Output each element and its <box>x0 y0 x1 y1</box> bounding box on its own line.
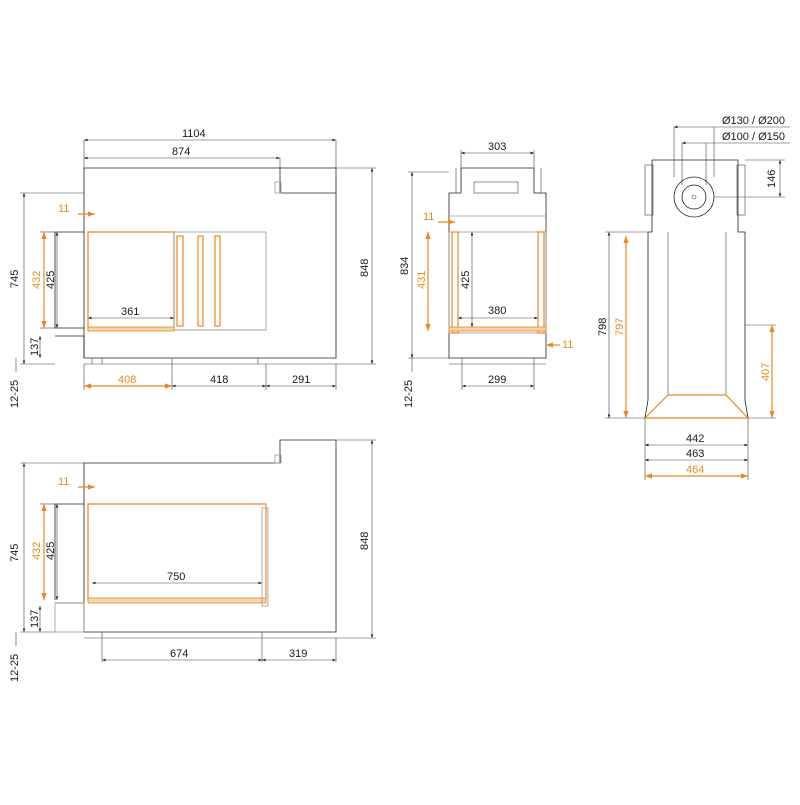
dim-front-361: 361 <box>121 306 139 318</box>
dim-side-11-bottom: 11 <box>562 339 573 351</box>
dim-top-463: 463 <box>686 448 704 460</box>
dim-side-431: 431 <box>416 271 428 289</box>
top-left-bracket <box>644 164 654 216</box>
flue-inner-circle <box>681 184 707 210</box>
back-left-step <box>54 503 84 600</box>
dim-front-425: 425 <box>45 271 57 289</box>
flue-outer-circle <box>673 176 715 218</box>
top-right-bracket <box>736 164 746 216</box>
front-collar-detail <box>274 181 282 194</box>
front-door-slot-2 <box>214 235 221 327</box>
dim-back-425: 425 <box>45 542 57 560</box>
front-hearth-left <box>87 326 175 332</box>
dim-front-418: 418 <box>210 374 228 386</box>
front-left-step <box>54 231 84 329</box>
dim-top-flue-outer: Ø130 / Ø200 <box>722 115 785 127</box>
dim-top-464: 464 <box>686 464 704 476</box>
dim-side-12-25: 12-25 <box>403 380 415 408</box>
front-top-collar <box>280 167 337 193</box>
front-door-slot-1 <box>197 235 204 327</box>
dim-front-432: 432 <box>31 271 43 289</box>
dim-side-303: 303 <box>488 141 506 153</box>
dim-back-319: 319 <box>289 648 307 660</box>
side-firebox-left-edge <box>451 231 459 334</box>
dim-front-745: 745 <box>9 270 21 288</box>
top-view: Ø130 / Ø200 Ø100 / Ø150 146 798 797 407 … <box>597 115 790 480</box>
front-view: 1104 874 11 745 432 425 137 12-25 361 84… <box>9 128 376 408</box>
dim-top-442: 442 <box>686 433 704 445</box>
dim-side-834: 834 <box>399 257 411 275</box>
side-firebox-frame <box>448 231 547 334</box>
back-hearth <box>87 597 267 604</box>
flue-center <box>691 194 697 200</box>
back-collar-detail <box>274 454 282 464</box>
side-hearth <box>448 326 547 332</box>
dim-front-1104: 1104 <box>182 128 206 140</box>
dim-top-797: 797 <box>614 318 626 336</box>
top-body-outline <box>644 159 749 419</box>
back-lower-step <box>54 602 85 633</box>
dim-front-137: 137 <box>29 338 41 356</box>
dim-back-137: 137 <box>29 610 41 628</box>
dim-back-11: 11 <box>58 476 69 488</box>
dim-back-745: 745 <box>9 544 21 562</box>
front-lower-step <box>55 335 85 358</box>
dim-back-674: 674 <box>170 648 188 660</box>
dim-top-407: 407 <box>760 363 772 381</box>
dim-front-408: 408 <box>118 374 136 386</box>
dim-side-11-top: 11 <box>423 211 434 223</box>
dim-front-874: 874 <box>172 146 190 158</box>
front-door-hinge <box>176 235 184 327</box>
back-right-frame <box>261 507 269 607</box>
dim-back-12-25: 12-25 <box>9 654 21 682</box>
dim-back-432: 432 <box>31 542 43 560</box>
side-collar-slot <box>473 181 519 194</box>
dim-top-798: 798 <box>597 318 609 336</box>
dim-side-380: 380 <box>488 305 506 317</box>
dim-front-11: 11 <box>58 203 69 215</box>
top-hearth-outline <box>643 394 750 419</box>
side-view: 303 11 834 431 425 380 11 12-25 299 <box>399 141 573 408</box>
dim-front-291: 291 <box>292 374 310 386</box>
dim-top-146: 146 <box>766 170 778 188</box>
back-view: 11 745 432 425 137 12-25 750 848 674 319 <box>9 439 376 682</box>
dim-side-425: 425 <box>460 271 472 289</box>
dim-top-flue-inner: Ø100 / Ø150 <box>722 131 785 143</box>
dim-back-750: 750 <box>167 571 185 583</box>
side-firebox-right-edge <box>537 231 545 334</box>
dim-front-12-25: 12-25 <box>9 380 21 408</box>
side-body-outline <box>448 167 547 359</box>
dim-back-848: 848 <box>359 532 371 550</box>
back-firebox <box>87 503 267 601</box>
dim-front-848: 848 <box>359 259 371 277</box>
dim-side-299: 299 <box>488 374 506 386</box>
